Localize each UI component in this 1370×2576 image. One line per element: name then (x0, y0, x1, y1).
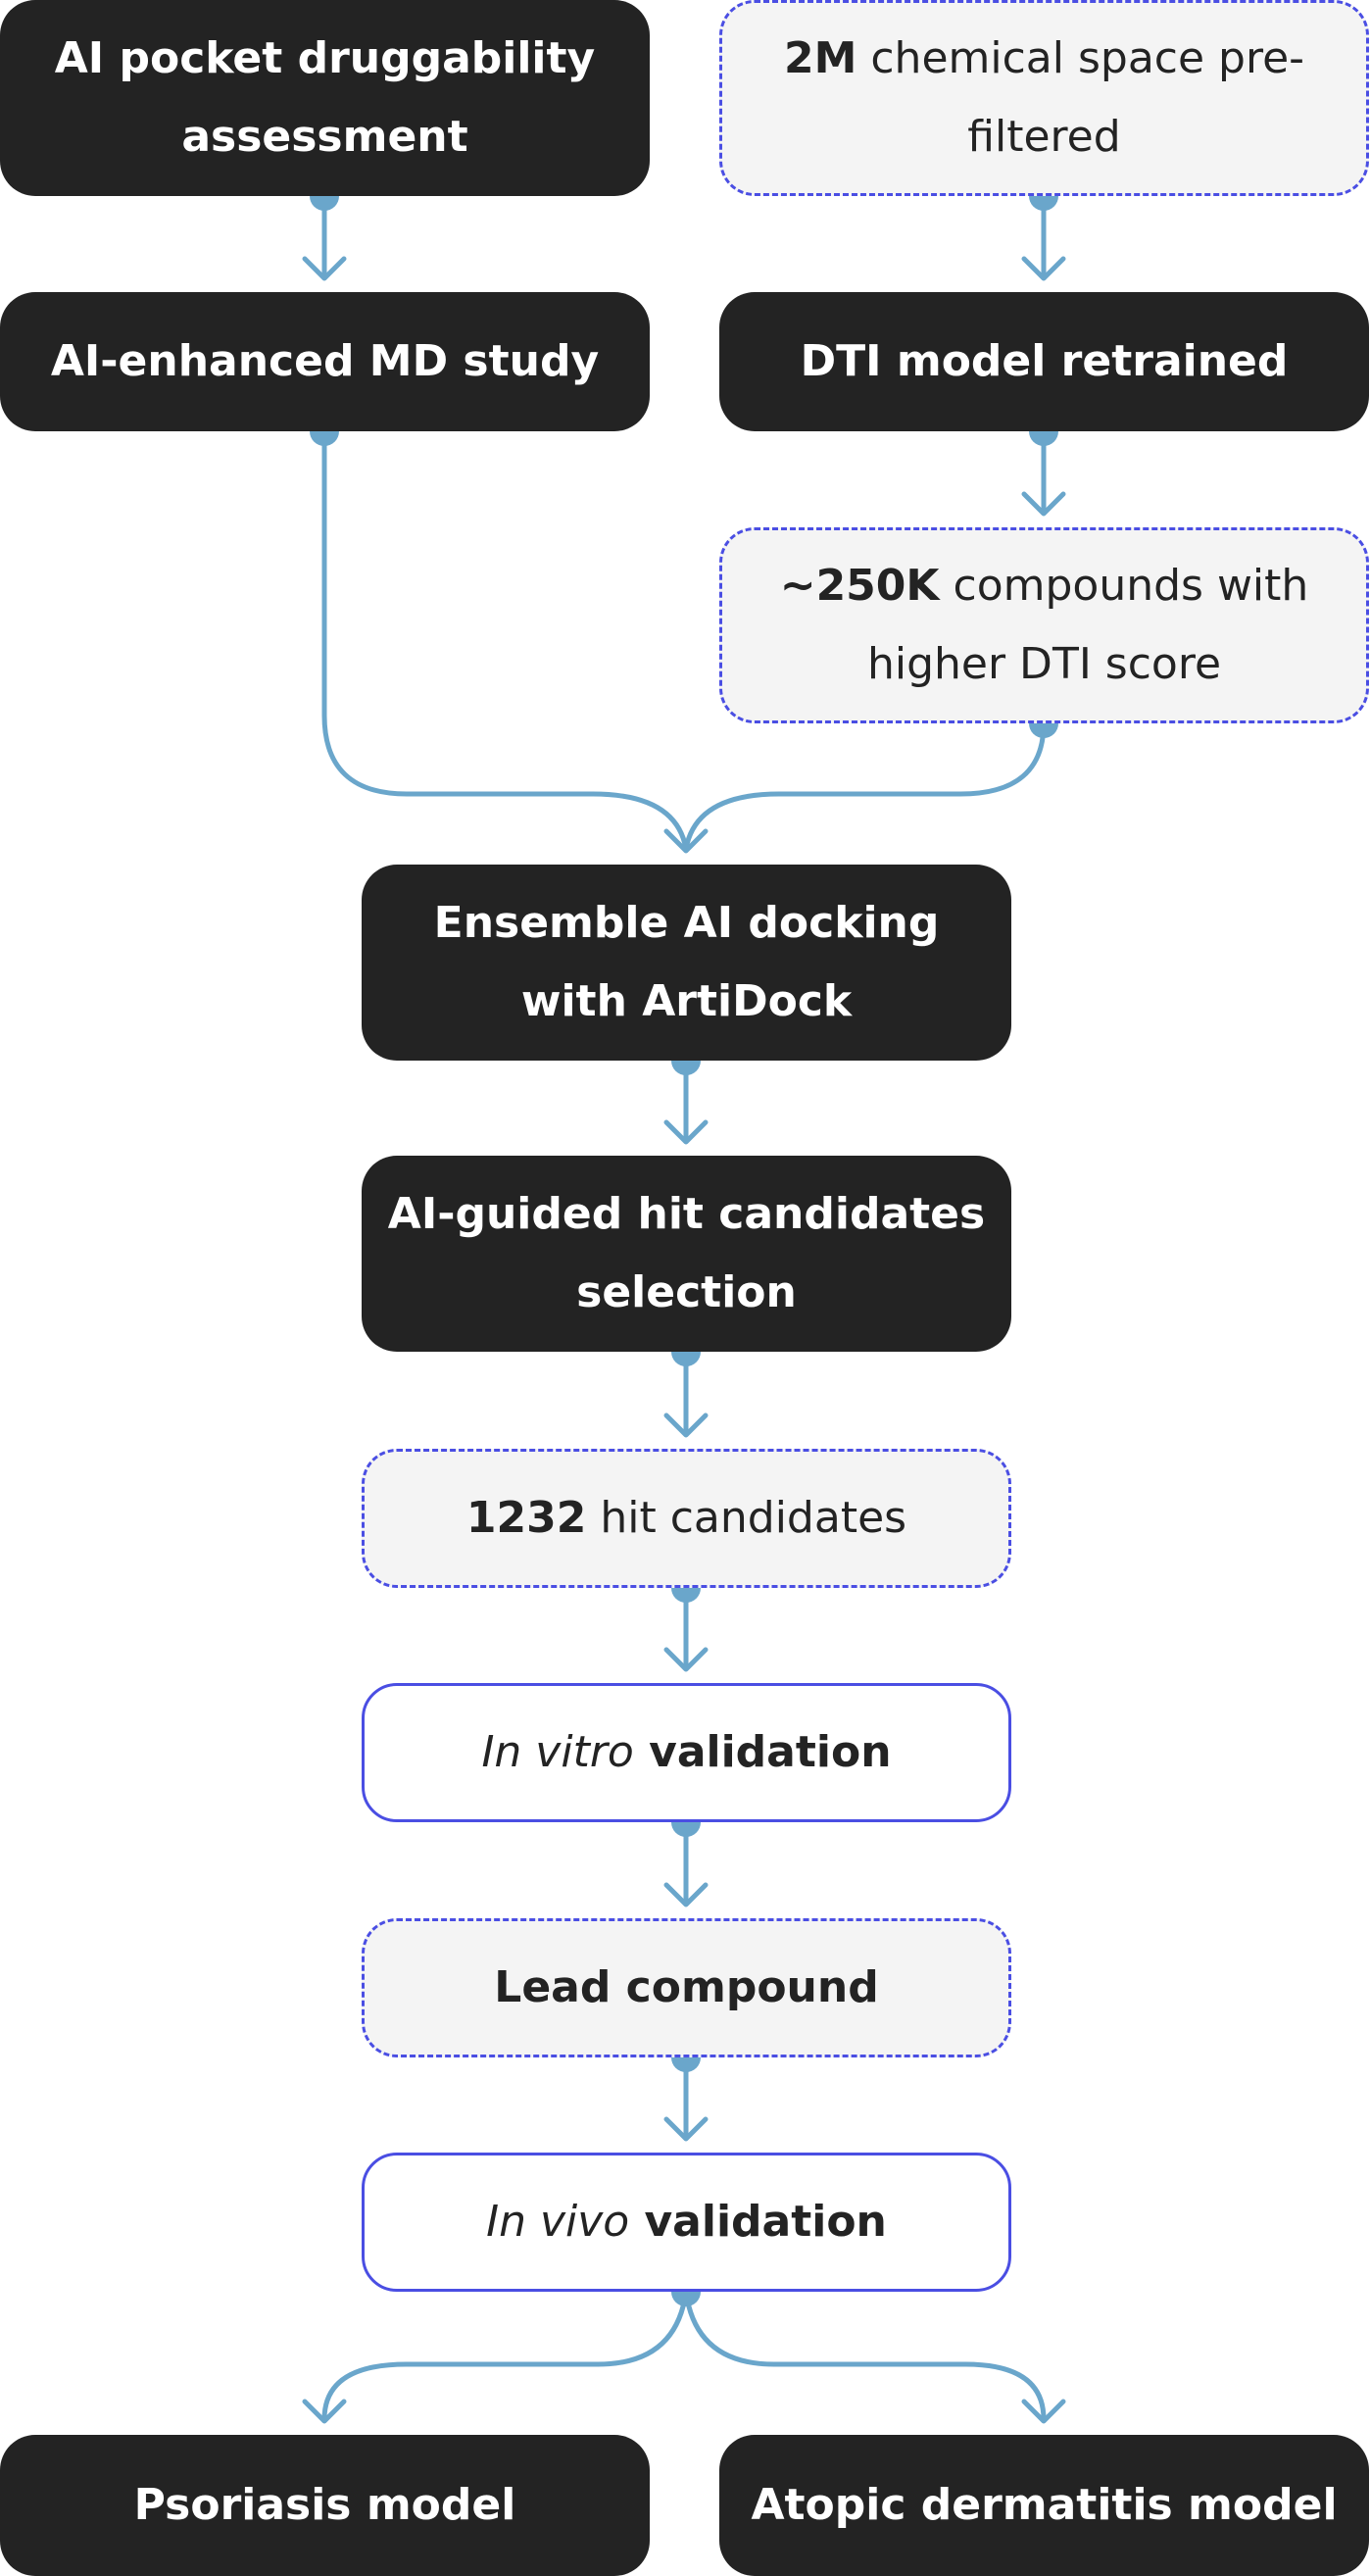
node-label: Ensemble AI docking with ArtiDock (433, 898, 940, 1026)
node-in-vivo-validation: In vivo validation (362, 2153, 1011, 2292)
node-hit-candidates: 1232 hit candidates (362, 1449, 1011, 1588)
arrowhead (1021, 2399, 1066, 2424)
node-label-italic: In vitro (481, 1727, 634, 1777)
arrowhead (663, 2116, 709, 2142)
arrowhead (1021, 256, 1066, 281)
node-label: AI-guided hit candidates selection (387, 1189, 986, 1317)
node-in-vitro-validation: In vitro validation (362, 1683, 1011, 1822)
node-label: Psoriasis model (133, 2480, 516, 2530)
connector-invivo-to-atopic (683, 2289, 1047, 2422)
node-label: validation (633, 1727, 892, 1777)
arrowhead (1021, 491, 1066, 517)
node-label-italic: In vivo (486, 2197, 630, 2247)
node-hit-candidates-selection: AI-guided hit candidates selection (362, 1156, 1011, 1352)
arrowhead (663, 1647, 709, 1672)
node-label: Lead compound (494, 1962, 879, 2012)
connector-invivo-to-psoriasis (321, 2289, 689, 2422)
node-chemical-space: 2M chemical space pre-filtered (719, 0, 1369, 196)
node-lead-compound: Lead compound (362, 1918, 1011, 2057)
connector-md-to-docking (321, 428, 689, 852)
node-atopic-dermatitis-model: Atopic dermatitis model (719, 2435, 1369, 2576)
node-ensemble-ai-docking: Ensemble AI docking with ArtiDock (362, 865, 1011, 1061)
node-label: AI-enhanced MD study (50, 336, 600, 386)
arrowhead (663, 1119, 709, 1145)
node-250k-compounds: ~250K compounds with higher DTI score (719, 527, 1369, 723)
node-label: hit candidates (586, 1493, 907, 1543)
node-label-bold: ~250K (779, 561, 940, 611)
node-dti-model-retrained: DTI model retrained (719, 292, 1369, 431)
node-label: validation (629, 2197, 887, 2247)
node-label: chemical space pre-filtered (856, 33, 1305, 162)
node-label-bold: 1232 (465, 1493, 587, 1543)
arrowhead (663, 828, 709, 854)
connector-250k-to-docking (683, 720, 1047, 852)
node-psoriasis-model: Psoriasis model (0, 2435, 650, 2576)
node-label: DTI model retrained (800, 336, 1289, 386)
node-label: AI pocket druggability assessment (54, 33, 596, 162)
node-label-bold: 2M (783, 33, 857, 83)
node-label: Atopic dermatitis model (751, 2480, 1338, 2530)
arrowhead (663, 1412, 709, 1438)
arrowhead (663, 1882, 709, 1907)
arrowhead (302, 256, 347, 281)
node-md-study: AI-enhanced MD study (0, 292, 650, 431)
node-pocket-druggability-assessment: AI pocket druggability assessment (0, 0, 650, 196)
arrowhead (302, 2399, 347, 2424)
node-label: compounds with higher DTI score (866, 561, 1309, 689)
